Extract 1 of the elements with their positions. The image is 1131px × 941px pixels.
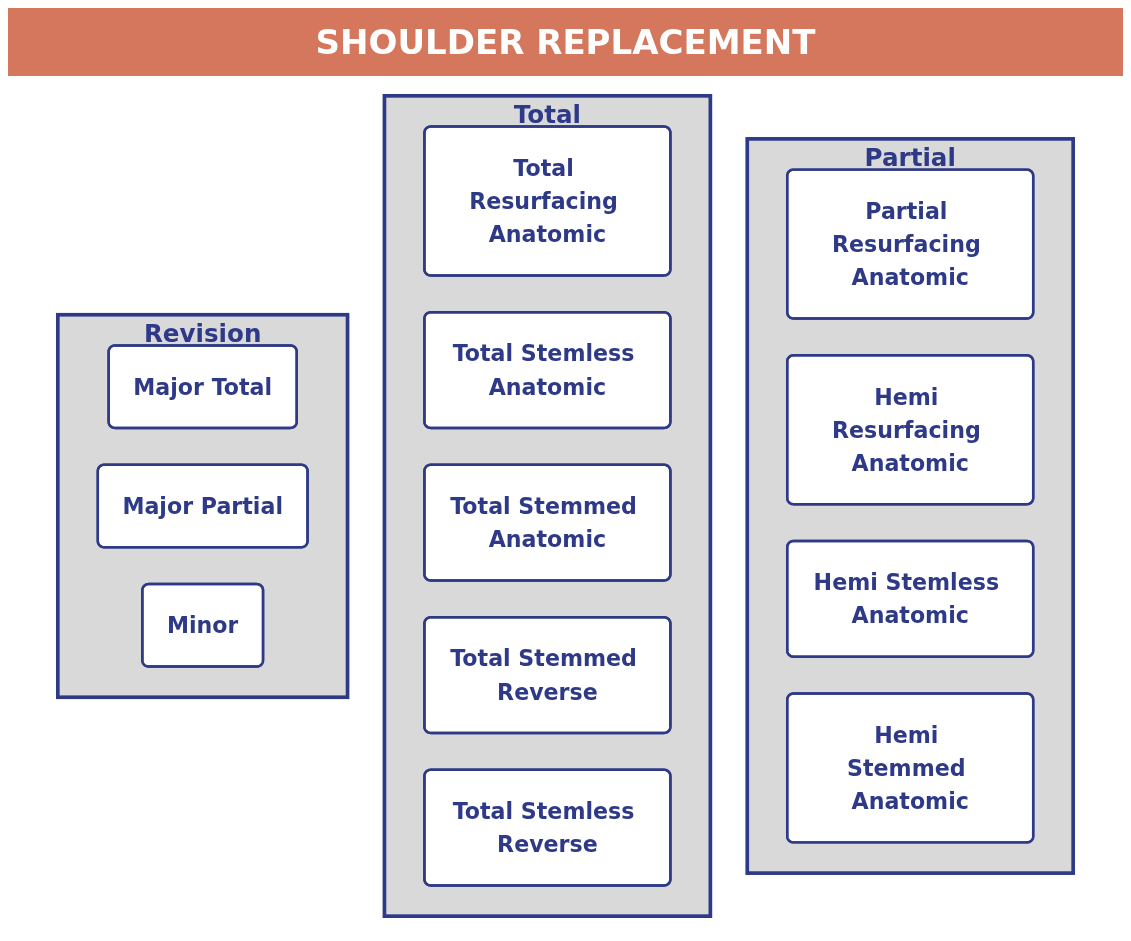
title-banner: SHOULDER REPLACEMENT	[8, 8, 1123, 76]
